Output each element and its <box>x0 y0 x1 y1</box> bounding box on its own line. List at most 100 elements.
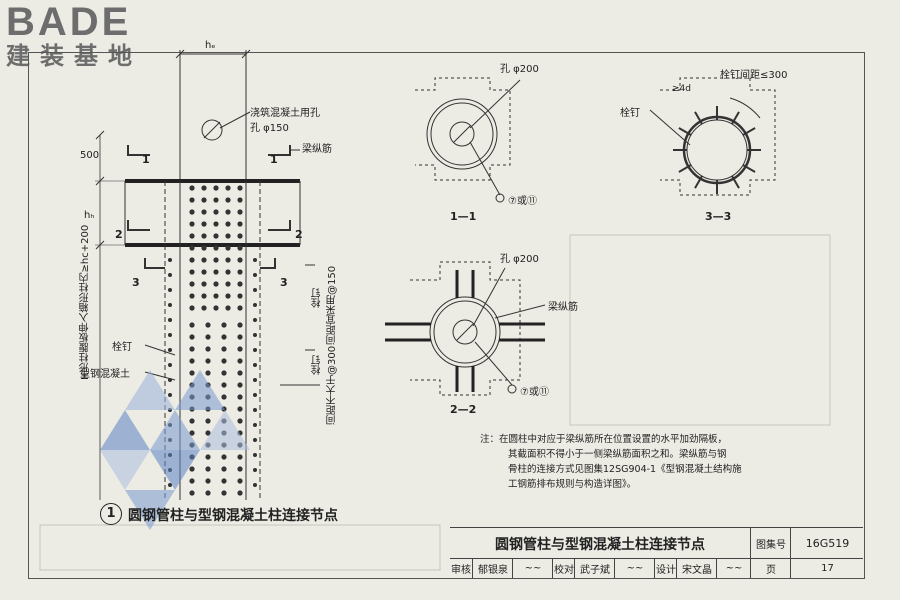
radial-stud <box>678 164 692 173</box>
stud-dot <box>213 293 219 299</box>
stud-dot <box>237 382 243 388</box>
title-block: 圆钢管柱与型钢混凝土柱连接节点 图集号 16G519 审核 郁银泉 ~~ 校对 … <box>450 527 863 578</box>
radial-stud <box>731 111 740 125</box>
stud-dot <box>189 370 195 376</box>
drawing-frame <box>28 52 865 579</box>
design-name: 宋文晶 <box>676 559 717 578</box>
stud-dot <box>225 293 231 299</box>
detail-number: 1 <box>100 503 122 525</box>
stud-dot <box>205 430 211 436</box>
stud-dot <box>201 257 207 263</box>
stud-dot <box>225 233 231 239</box>
stud-dot <box>213 209 219 215</box>
stud-dot <box>221 370 227 376</box>
stud-dot <box>213 305 219 311</box>
stud-dot <box>221 358 227 364</box>
stud-dot <box>168 288 172 292</box>
stud-dot <box>201 233 207 239</box>
stud-dot <box>168 303 172 307</box>
stud-dot <box>213 257 219 263</box>
check-label: 校对 <box>552 559 575 578</box>
stud-dot <box>189 322 195 328</box>
detail-title: 圆钢管柱与型钢混凝土柱连接节点 <box>128 508 338 524</box>
stud-dot <box>221 454 227 460</box>
stud-dot <box>168 318 172 322</box>
stud-dot <box>225 305 231 311</box>
title-block-title: 圆钢管柱与型钢混凝土柱连接节点 <box>495 536 705 553</box>
stud-dot <box>201 209 207 215</box>
dim-hc: hₑ <box>205 40 216 51</box>
dim-500: 500 <box>80 150 100 161</box>
stud-dot <box>237 293 243 299</box>
stud-dot <box>201 197 207 203</box>
stud-dot <box>221 466 227 472</box>
stud-dot <box>168 348 172 352</box>
stud-dot <box>253 318 257 322</box>
section-2-2-label: 2—2 <box>450 403 477 416</box>
review-label: 审核 <box>451 565 471 576</box>
stud-dot <box>225 197 231 203</box>
stud-dot <box>253 363 257 367</box>
section-mark-2-right: 2 <box>295 228 303 241</box>
stud-dot <box>237 466 243 472</box>
page-label: 页 <box>750 559 791 578</box>
stud-dot <box>189 221 195 227</box>
stud-dot <box>213 245 219 251</box>
stud-dot <box>253 378 257 382</box>
stud-dot <box>168 378 172 382</box>
stud-dot <box>237 406 243 412</box>
stud-dot <box>237 490 243 496</box>
stud-dot <box>225 281 231 287</box>
section-mark-3-right: 3 <box>280 276 288 289</box>
stud-dot <box>189 334 195 340</box>
stud-dot <box>237 346 243 352</box>
pour-hole-size: 孔 φ150 <box>250 123 289 134</box>
stud-dot <box>253 408 257 412</box>
stud-dot <box>205 466 211 472</box>
stud-dot <box>237 322 243 328</box>
beam-bar-label: 梁纵筋 <box>302 144 332 155</box>
stud-dot <box>253 273 257 277</box>
title-block-row-2: 审核 郁银泉 ~~ 校对 武子斌 ~~ 设计 宋文晶 ~~ 页 17 <box>450 558 863 578</box>
stud-dot <box>205 334 211 340</box>
stud-label-upper: 栓钉 <box>312 288 323 308</box>
stud-dot <box>253 333 257 337</box>
radial-stud <box>678 127 692 136</box>
stud-dot <box>237 185 243 191</box>
stud-dot <box>168 483 172 487</box>
h-column-note: H形柱腹板伸入箱形柱内≥hc+200 <box>80 224 91 380</box>
stud-dot <box>237 197 243 203</box>
section-2-2-hole: 孔 φ200 <box>500 254 539 265</box>
note-line: 注：在圆柱中对应于梁纵筋所在位置设置的水平加劲隔板， <box>480 434 728 445</box>
stud-dot <box>189 358 195 364</box>
stud-dot <box>213 281 219 287</box>
stud-dot <box>189 418 195 424</box>
stud-dot <box>189 257 195 263</box>
stud-dot <box>168 258 172 262</box>
stud-dot <box>201 305 207 311</box>
check-name: 武子斌 <box>574 559 615 578</box>
stud-spacing-lower: 间距不大于@300 <box>327 345 338 425</box>
stud-dot <box>237 334 243 340</box>
stud-dot <box>225 209 231 215</box>
stud-dot <box>189 430 195 436</box>
src-column-label: 型钢混凝土 <box>80 369 130 380</box>
stud-dot <box>253 258 257 262</box>
section-3-3-min-4d: ≥4d <box>672 84 691 94</box>
section-1-1-hole: 孔 φ200 <box>500 64 539 75</box>
stud-dot <box>205 322 211 328</box>
section-mark-2-left: 2 <box>115 228 123 241</box>
stud-dot <box>225 269 231 275</box>
stud-label: 栓钉 <box>112 342 132 353</box>
stud-dot <box>237 478 243 484</box>
stud-dot <box>213 185 219 191</box>
stud-dot <box>168 393 172 397</box>
stud-dot <box>237 454 243 460</box>
radial-stud <box>731 175 740 189</box>
section-2-2-beam-bar: 梁纵筋 <box>548 302 578 313</box>
review-signature: ~~ <box>512 559 553 578</box>
section-3-3-drawing <box>649 77 776 196</box>
stud-dot <box>221 346 227 352</box>
stud-dot <box>189 305 195 311</box>
